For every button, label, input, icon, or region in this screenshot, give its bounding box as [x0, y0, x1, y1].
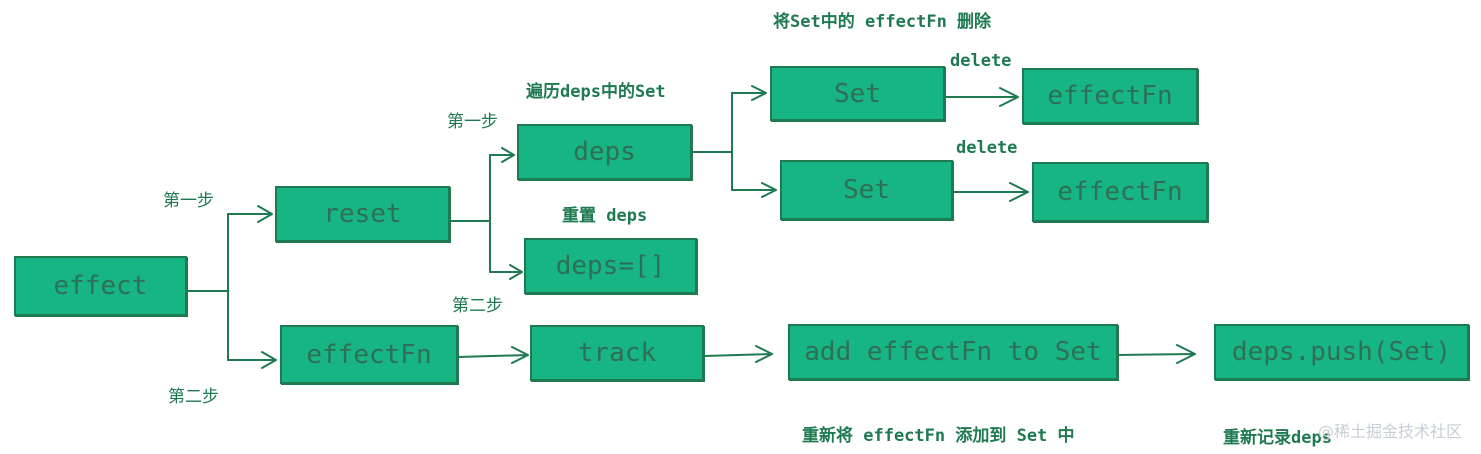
node-deps: deps [517, 124, 692, 180]
arrow-track-add [703, 345, 773, 363]
label-delete-from-set: 将Set中的 effectFn 删除 [773, 12, 992, 32]
label-re-add: 重新将 effectFn 添加到 Set 中 [802, 426, 1075, 446]
arrow-set2-effectfn2 [952, 182, 1029, 202]
node-track: track [530, 325, 704, 381]
node-deps-push: deps.push(Set) [1214, 324, 1469, 380]
node-set-1: Set [770, 66, 945, 121]
arrow-to-deps [489, 147, 515, 163]
arrow-set1-effectfn1 [944, 87, 1019, 107]
arrow-to-effectfn [227, 351, 277, 369]
label-reset-deps: 重置 deps [562, 206, 648, 226]
node-add-to-set: add effectFn to Set [788, 324, 1118, 380]
node-reset: reset [275, 186, 450, 242]
label-re-record-deps: 重新记录deps [1223, 428, 1332, 448]
connector-reset-branch [449, 154, 491, 273]
label-step1-inner: 第一步 [447, 112, 498, 132]
node-effectfn: effectFn [280, 325, 458, 384]
label-traverse-deps: 遍历deps中的Set [526, 82, 666, 102]
label-step2-inner: 第二步 [452, 296, 503, 316]
label-step2-outer: 第二步 [168, 387, 219, 407]
arrow-add-push [1117, 344, 1196, 364]
arrow-to-reset [227, 205, 273, 223]
watermark: @稀土掘金技术社区 [1318, 422, 1463, 441]
connector-effect-branch [186, 213, 229, 361]
node-effect: effect [14, 256, 187, 316]
label-delete-2: delete [956, 138, 1018, 158]
arrow-to-deps-reset [489, 264, 523, 280]
label-step1-outer: 第一步 [163, 191, 214, 211]
node-set-2: Set [780, 160, 953, 220]
label-delete-1: delete [950, 51, 1012, 71]
arrow-to-set1 [731, 85, 767, 101]
arrow-effectfn-track [457, 346, 529, 364]
arrow-to-set2 [731, 182, 777, 198]
node-deps-reset: deps=[] [524, 238, 697, 294]
connector-deps-branch [691, 92, 733, 191]
node-effectfn-1: effectFn [1022, 68, 1198, 124]
node-effectfn-2: effectFn [1032, 162, 1208, 222]
